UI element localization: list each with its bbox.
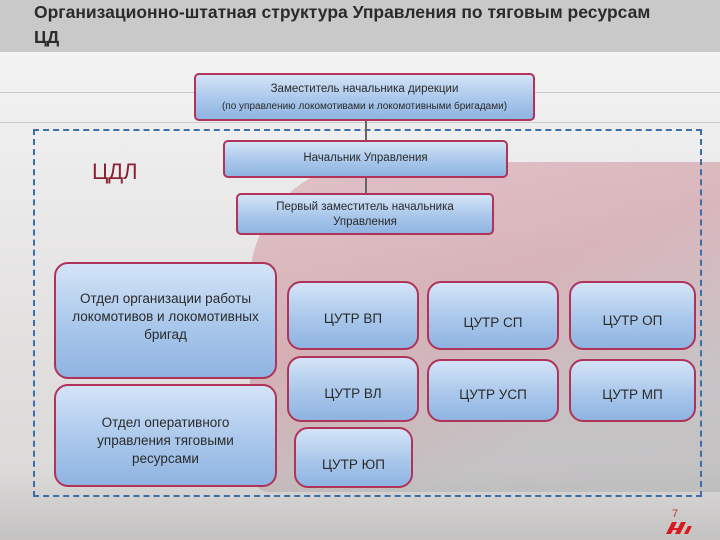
unit-box: ЦУТР МП (569, 359, 696, 422)
first-deputy-box: Первый заместитель начальника Управления (236, 193, 494, 235)
slide-title: Организационно-штатная структура Управле… (34, 2, 651, 47)
unit-box: ЦУТР ВП (287, 281, 419, 350)
deputy-director-title: Заместитель начальника дирекции (270, 83, 459, 95)
rzd-logo-icon (666, 522, 692, 534)
unit-label: ЦУТР МП (602, 387, 663, 402)
deputy-director-subtitle: (по управлению локомотивами и локомотивн… (221, 101, 508, 112)
unit-label: ЦУТР СП (463, 315, 523, 330)
unit-box: ЦУТР ОП (569, 281, 696, 350)
unit-box: ЦУТР УСП (427, 359, 559, 422)
unit-box: ЦУТР СП (427, 281, 559, 350)
unit-label: ЦУТР ВЛ (324, 386, 382, 401)
connector-line (365, 121, 367, 140)
department-label: Отдел организации работы локомотивов и л… (72, 291, 259, 342)
unit-label: ЦУТР ВП (323, 311, 383, 326)
department-label: Отдел оперативного управления тяговыми р… (97, 415, 234, 466)
unit-label: ЦУТР ОП (602, 313, 663, 328)
unit-label: ЦУТР ЮП (322, 457, 385, 472)
group-label: ЦДЛ (92, 159, 138, 184)
unit-box: ЦУТР ВЛ (287, 356, 419, 422)
page-number: 7 (672, 508, 679, 520)
head-of-department-label: Начальник Управления (303, 152, 428, 164)
connector-line (365, 178, 367, 193)
unit-box: ЦУТР ЮП (294, 427, 413, 488)
first-deputy-label: Первый заместитель начальника Управления (276, 201, 454, 228)
unit-label: ЦУТР УСП (459, 387, 527, 402)
title-bar: Организационно-штатная структура Управле… (0, 0, 720, 52)
cdl-group-frame (33, 129, 702, 497)
catenary-wire (0, 122, 720, 123)
department-box-operations: Отдел организации работы локомотивов и л… (54, 262, 277, 379)
deputy-director-box: Заместитель начальника дирекции (по упра… (194, 73, 535, 121)
head-of-department-box: Начальник Управления (223, 140, 508, 178)
department-box-traction: Отдел оперативного управления тяговыми р… (54, 384, 277, 487)
